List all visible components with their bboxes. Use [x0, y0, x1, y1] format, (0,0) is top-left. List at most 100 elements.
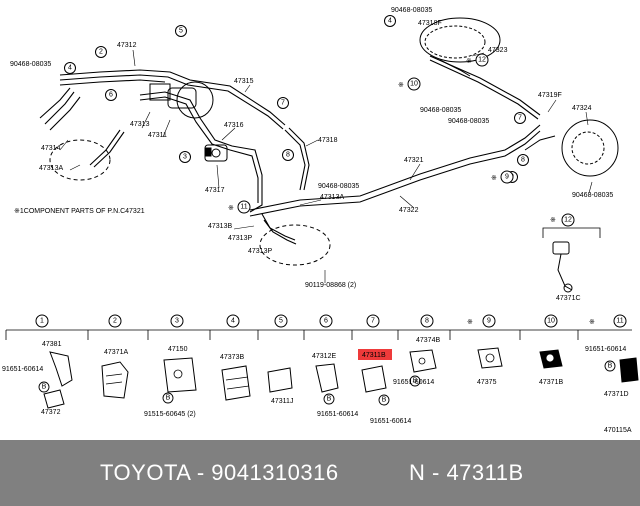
b-marker: B — [608, 363, 613, 370]
part-label-47315: 47315 — [234, 78, 254, 85]
legend-number: 5 — [279, 318, 283, 325]
legend-cell-8: 8 47374B B 91651-60614 — [393, 314, 440, 387]
callout-7: 7 — [277, 97, 289, 109]
reference-mark: ※ — [491, 175, 497, 182]
footer-brand-part-number: TOYOTA - 9041310316 — [100, 460, 339, 485]
marked-callout-10: ※ 10 — [398, 77, 421, 91]
legend-part: 47373B — [220, 354, 244, 361]
legend-part: 47372 — [41, 409, 61, 416]
part-label-47313: 47313 — [130, 121, 150, 128]
part-label-47313b: 47313B — [208, 223, 232, 230]
diagram-code: 470115A — [604, 427, 632, 434]
legend-cell-6: 6 47312E B 91651-60614 — [303, 314, 358, 418]
part-label-47317: 47317 — [205, 187, 225, 194]
callout-number: 4 — [388, 18, 392, 25]
marked-callout-9: ※ 9 — [491, 170, 514, 184]
part-label-47318f: 47318F — [418, 20, 442, 27]
b-marker: B — [42, 384, 47, 391]
part-label-47314: 47314 — [41, 145, 61, 152]
callout-4: 4 — [64, 62, 76, 74]
marked-callout-11: ※ 11 — [228, 200, 251, 214]
callout-number: 11 — [240, 204, 247, 211]
part-label-90468-08035: 90468-08035 — [572, 192, 613, 199]
legend-part: 47371A — [104, 349, 128, 356]
reference-mark: ※ — [467, 319, 473, 326]
callout-6: 6 — [105, 89, 117, 101]
part-labels: 4 7 3 12 90468-08035 47315 47313 47311 4731… — [10, 7, 613, 302]
callout-number: 7 — [281, 100, 285, 107]
legend-number: 11 — [616, 318, 623, 325]
reference-mark: ※ — [550, 217, 556, 224]
legend-cell-2: 2 47371A — [87, 314, 129, 399]
components — [49, 17, 619, 293]
marked-callout-12: ※ 12 — [466, 53, 489, 67]
part-label-47321: 47321 — [404, 157, 424, 164]
reference-mark: ※ — [466, 58, 472, 65]
callout-number: 8 — [521, 157, 525, 164]
callout-number: 7 — [518, 115, 522, 122]
part-label-47313a: 47313A — [320, 194, 344, 201]
legend-part: 91651-60614 — [370, 418, 411, 425]
legend-number: 3 — [175, 318, 179, 325]
footer-bar: TOYOTA - 9041310316 N - 47311B — [0, 440, 640, 506]
part-label-90468-08035: 90468-08035 — [318, 183, 359, 190]
b-marker: B — [413, 378, 418, 385]
legend-part: 91651-60614 — [2, 366, 43, 373]
legend-part: 47312E — [312, 353, 336, 360]
part-label-47311: 47311 — [148, 132, 167, 139]
part-label-47313p: 47313P — [228, 235, 252, 242]
legend-cell-3: 3 47150 B 91515-60645 (2) — [144, 314, 197, 418]
legend-number: 1 — [40, 318, 44, 325]
detail-box-12: ※ 12 — [542, 213, 601, 238]
legend-part: 91515-60645 (2) — [144, 411, 196, 418]
legend-part: 47381 — [42, 341, 62, 348]
callout-number: 6 — [109, 92, 113, 99]
legend-part: 47371D — [604, 391, 629, 398]
legend-number: 4 — [231, 318, 235, 325]
part-label-47316: 47316 — [224, 122, 244, 129]
reference-mark: ※ — [398, 82, 404, 89]
part-label-47371c: 47371C — [556, 295, 581, 302]
part-label-47318: 47318 — [318, 137, 338, 144]
part-label-47313p: 47313P — [248, 248, 272, 255]
part-label-47324: 47324 — [572, 105, 592, 112]
callout-number: 3 — [183, 154, 187, 161]
callout-3: 3 — [179, 151, 191, 163]
legend-cell-4: 4 47373B — [209, 314, 251, 401]
parts-diagram: 47312 90468-08035 47315 47313 47311 4731… — [2, 7, 639, 434]
legend-number: 2 — [113, 318, 117, 325]
legend-cell-9: ※ 9 47375 — [449, 314, 503, 386]
part-label-47322: 47322 — [399, 207, 419, 214]
marked-callouts: ※ 11 ※ 12 ※ 10 ※ 9 — [228, 53, 514, 214]
callout-number: 2 — [99, 49, 103, 56]
callout-number: 9 — [505, 174, 509, 181]
callout-number: 12 — [478, 57, 486, 64]
callout-4: 4 — [384, 15, 396, 27]
legend-cell-5: 5 47311J — [257, 314, 293, 405]
legend-cell-1: 1 47381 91651-60614 47372 B — [2, 314, 73, 416]
part-label-90468-08035: 90468-08035 — [420, 107, 461, 114]
legend-part: 91651-60614 — [393, 379, 434, 386]
callout-7: 7 — [514, 112, 526, 124]
callout-number: 10 — [410, 81, 418, 88]
callout-8: 8 — [517, 154, 529, 166]
legend-number: 7 — [371, 318, 375, 325]
part-label-90119-08868: 90119-08868 (2) — [305, 282, 356, 289]
callout-5: 5 — [175, 25, 187, 37]
legend-number: 10 — [547, 318, 555, 325]
callout-number: 12 — [564, 217, 572, 224]
legend-part: 47311J — [271, 398, 293, 405]
callout-number: 5 — [179, 28, 183, 35]
legend-part: 47375 — [477, 379, 497, 386]
legend-part: 91651-60614 — [317, 411, 358, 418]
callouts: 2 5 4 6 7 8 3 4 9 8 7 — [64, 15, 529, 183]
footer-pnc: N - 47311B — [409, 460, 524, 485]
b-marker: B — [382, 397, 387, 404]
legend-cell-11: ※ 11 91651-60614 B 47371D — [577, 314, 639, 398]
leader-lines — [59, 49, 593, 283]
component-note: ※1COMPONENT PARTS OF P.N.C47321 — [14, 208, 145, 215]
part-label-47319f: 47319F — [538, 92, 562, 99]
reference-mark: ※ — [589, 319, 595, 326]
legend-number: 9 — [487, 318, 491, 325]
